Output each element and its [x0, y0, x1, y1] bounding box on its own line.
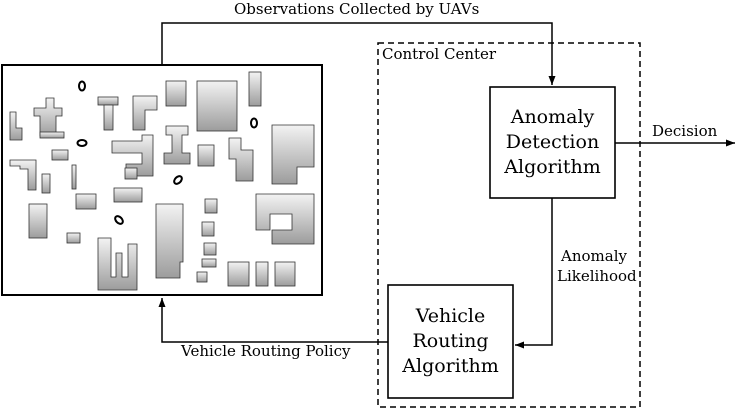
building: [203, 242, 217, 256]
building: [28, 203, 48, 239]
building: [41, 173, 51, 194]
observations-arrow: [161, 22, 556, 85]
building: [204, 198, 218, 214]
building: [9, 159, 37, 191]
building: [255, 193, 315, 245]
vehicle-routing-line-3: Algorithm: [402, 355, 499, 377]
building: [196, 80, 238, 132]
decision-label: Decision: [652, 122, 718, 140]
building: [39, 131, 65, 139]
routing-policy-label: Vehicle Routing Policy: [181, 342, 351, 360]
uav-icon: [250, 117, 258, 129]
anomaly-likelihood-label-line2: Likelihood: [556, 267, 638, 285]
uav-icon: [76, 139, 88, 147]
control-center-label: Control Center: [380, 45, 499, 63]
observations-label: Observations Collected by UAVs: [234, 0, 480, 18]
building: [97, 96, 119, 106]
city-map: [1, 64, 323, 296]
building: [103, 104, 114, 131]
anomaly-likelihood-arrow: [515, 198, 553, 349]
building: [163, 125, 191, 165]
city-buildings: [9, 71, 315, 291]
building: [165, 80, 187, 107]
control-center-boundary: [377, 42, 641, 408]
vehicle-routing-line-2: Routing: [412, 330, 489, 352]
building: [132, 95, 158, 131]
building: [255, 261, 269, 287]
building: [196, 271, 208, 283]
building: [113, 187, 143, 203]
vehicle-routing-text: Vehicle Routing Algorithm: [388, 285, 513, 398]
anomaly-likelihood-label-line1: Anomaly: [561, 247, 627, 265]
building: [124, 167, 138, 180]
vehicle-routing-line-1: Vehicle: [415, 305, 486, 327]
uav-icon: [114, 215, 124, 225]
building: [51, 149, 69, 161]
anomaly-detection-block: [489, 86, 616, 199]
building: [227, 261, 250, 287]
building: [155, 203, 184, 279]
building: [274, 261, 296, 287]
building: [97, 237, 138, 291]
vehicle-routing-block: [387, 284, 514, 399]
building: [248, 71, 262, 107]
anomaly-detection-line-3: Algorithm: [504, 156, 601, 178]
anomaly-detection-line-1: Anomaly: [510, 106, 595, 128]
building: [271, 124, 315, 185]
anomaly-detection-text: Anomaly Detection Algorithm: [490, 87, 615, 198]
uav-icon: [78, 80, 86, 92]
building: [66, 232, 81, 244]
building: [201, 221, 215, 237]
uav-icons: [76, 80, 258, 225]
anomaly-detection-line-2: Detection: [505, 131, 600, 153]
building: [75, 193, 97, 210]
uav-icon: [173, 175, 183, 185]
building: [9, 111, 23, 141]
building: [71, 164, 77, 190]
building: [201, 258, 217, 268]
building: [228, 137, 254, 182]
routing-policy-arrow: [158, 298, 388, 343]
building: [197, 144, 215, 167]
